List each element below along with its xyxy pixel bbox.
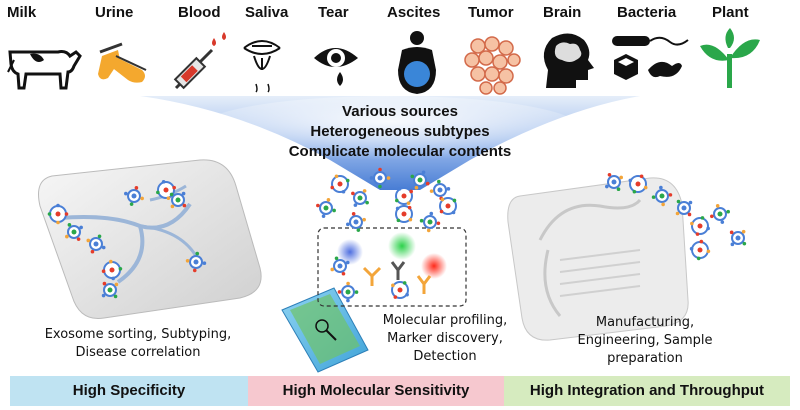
footer-label-specificity: High Specificity bbox=[72, 382, 186, 399]
challenge-line-3: Complicate molecular contents bbox=[288, 143, 512, 160]
mouth-icon bbox=[243, 40, 281, 93]
footer-band-sensitivity bbox=[248, 376, 504, 406]
source-label-urine: Urine bbox=[95, 4, 134, 21]
exosome-vesicle bbox=[729, 229, 747, 247]
exosome-vesicle bbox=[337, 281, 359, 303]
exosome-vesicle bbox=[651, 185, 673, 207]
exosome-vesicle bbox=[169, 191, 187, 209]
exosome-vesicle bbox=[410, 170, 430, 190]
exosome-vesicle bbox=[316, 198, 336, 218]
integrated-chip-illustration bbox=[507, 177, 689, 341]
exosome-vesicle bbox=[185, 251, 207, 273]
source-label-blood: Blood bbox=[178, 4, 221, 21]
exosome-vesicle bbox=[86, 234, 106, 254]
caption-throughput-line-2: Engineering, Sample bbox=[577, 333, 713, 348]
eye-icon bbox=[314, 48, 358, 86]
funnel-shape bbox=[140, 96, 640, 190]
exosome-vesicle bbox=[330, 256, 350, 276]
sprout-icon bbox=[700, 28, 760, 88]
exosome-vesicle bbox=[419, 211, 441, 233]
exosome-vesicle bbox=[351, 189, 369, 207]
source-label-tear: Tear bbox=[318, 4, 349, 21]
caption-specificity-line-2: Disease correlation bbox=[75, 345, 201, 360]
source-label-plant: Plant bbox=[712, 4, 749, 21]
head-brain-icon bbox=[543, 33, 594, 88]
source-label-saliva: Saliva bbox=[245, 4, 289, 21]
footer-label-sensitivity: High Molecular Sensitivity bbox=[282, 382, 470, 399]
exosome-vesicle bbox=[690, 216, 710, 236]
vesicle-layer bbox=[47, 167, 747, 303]
challenge-line-1: Various sources bbox=[342, 103, 458, 120]
exosome-vesicle bbox=[689, 239, 711, 261]
syringe-icon bbox=[173, 32, 226, 90]
exosome-vesicle bbox=[710, 204, 730, 224]
source-label-bacteria: Bacteria bbox=[617, 4, 677, 21]
exosome-vesicle bbox=[101, 281, 119, 299]
caption-throughput-line-3: preparation bbox=[607, 351, 683, 366]
exosome-vesicle bbox=[675, 199, 693, 217]
sorting-chip-illustration bbox=[38, 159, 262, 320]
source-label-tumor: Tumor bbox=[468, 4, 514, 21]
exosome-vesicle bbox=[47, 203, 69, 225]
exosome-vesicle bbox=[605, 173, 623, 191]
caption-throughput: Manufacturing, Engineering, Sample prepa… bbox=[560, 314, 730, 368]
exosome-vesicle bbox=[429, 179, 451, 201]
cell-cluster-icon bbox=[464, 36, 521, 95]
urine-tubes-icon bbox=[98, 42, 147, 83]
source-label-milk: Milk bbox=[7, 4, 37, 21]
exosome-vesicle bbox=[395, 187, 413, 205]
challenge-line-2: Heterogeneous subtypes bbox=[310, 123, 490, 140]
exosome-vesicle bbox=[439, 197, 457, 215]
detection-chip-illustration bbox=[281, 287, 369, 373]
footer-label-throughput: High Integration and Throughput bbox=[529, 382, 765, 399]
exosome-vesicle bbox=[346, 212, 366, 232]
exosome-vesicle bbox=[330, 174, 350, 194]
exosome-vesicle bbox=[101, 259, 123, 281]
cow-icon bbox=[7, 50, 82, 90]
footer-band-throughput bbox=[504, 376, 790, 406]
caption-throughput-line-1: Manufacturing, bbox=[595, 315, 695, 330]
caption-sensitivity: Molecular profiling, Marker discovery, D… bbox=[368, 312, 522, 366]
body-silhouette-icon bbox=[398, 31, 436, 94]
exosome-vesicle bbox=[65, 223, 83, 241]
source-label-ascites: Ascites bbox=[387, 4, 441, 21]
footer-band-specificity bbox=[10, 376, 248, 406]
caption-sensitivity-line-1: Molecular profiling, bbox=[382, 313, 508, 328]
exosome-vesicle bbox=[124, 186, 144, 206]
exosome-vesicle bbox=[395, 205, 413, 223]
caption-sensitivity-line-2: Marker discovery, bbox=[387, 331, 503, 346]
exosome-vesicle bbox=[369, 167, 391, 189]
zoom-box bbox=[317, 227, 467, 307]
exosome-vesicle bbox=[628, 174, 648, 194]
caption-specificity-line-1: Exosome sorting, Subtyping, bbox=[44, 327, 232, 342]
exosome-vesicle bbox=[391, 281, 409, 299]
bacteria-icon bbox=[612, 36, 689, 80]
caption-specificity: Exosome sorting, Subtyping, Disease corr… bbox=[18, 326, 258, 362]
source-label-brain: Brain bbox=[543, 4, 582, 21]
caption-sensitivity-line-3: Detection bbox=[413, 349, 477, 364]
